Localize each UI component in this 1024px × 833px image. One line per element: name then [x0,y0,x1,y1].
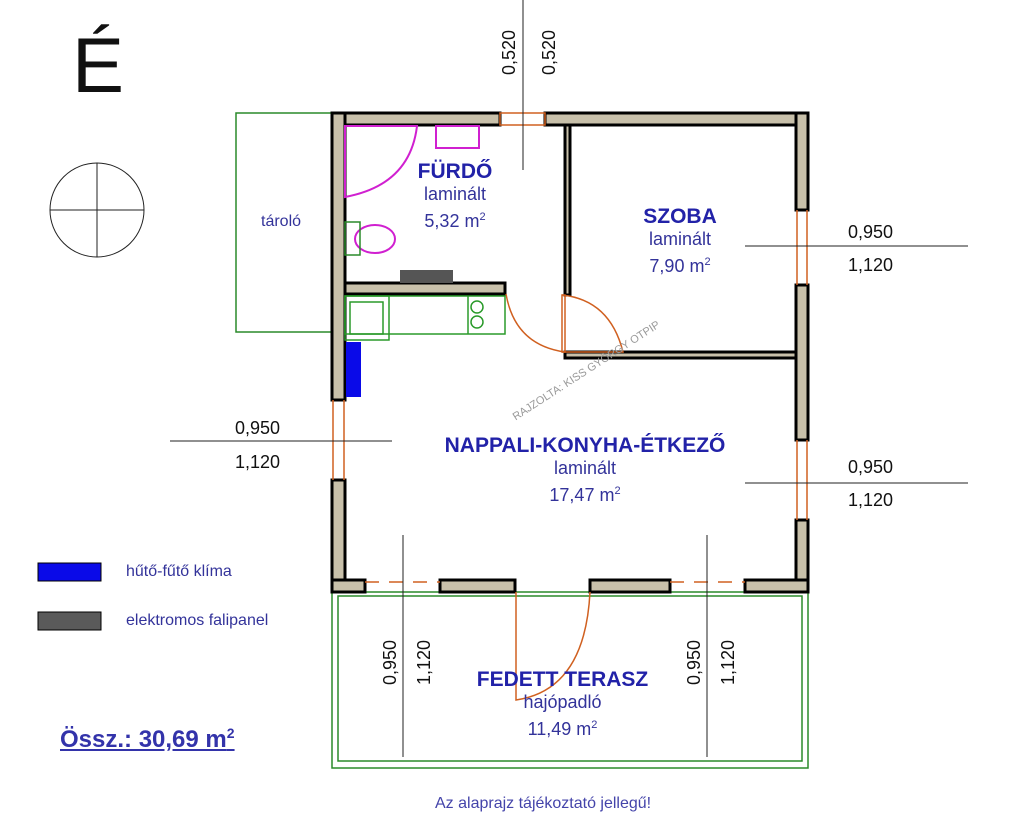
room-name: FEDETT TERASZ [476,668,649,691]
room-area: 11,49 m [527,719,592,739]
legend-swatch-climate [37,562,102,582]
kitchen-counter [344,295,506,341]
storage-label: tároló [261,213,302,230]
sink-icon [435,125,480,149]
room-label-room: SZOBA laminált 7,90 m2 [620,205,740,278]
room-floor: laminált [423,184,487,204]
room-area-unit: 2 [591,719,598,731]
dim-left-upper: 0,950 [235,418,281,438]
legend-swatch-panel [37,611,102,631]
room-area-unit: 2 [704,256,711,268]
room-name: FÜRDŐ [417,160,493,183]
total-area-text: Össz.: 30,69 m [60,726,227,753]
compass-label: É [72,21,125,109]
dim-right1-lower: 1,120 [848,255,894,275]
room-area: 7,90 m [649,256,705,276]
climate-unit-icon [346,342,361,397]
room-label-bathroom: FÜRDŐ laminált 5,32 m2 [400,160,510,233]
room-area: 5,32 m [424,211,480,231]
room-floor: hajópadló [523,692,602,712]
dim-terrace-right-2: 1,120 [718,639,739,686]
electric-wall-panel-icon [400,270,453,283]
toilet-icon [354,224,396,254]
legend-label-climate: hűtő-fűtő klíma [126,563,232,580]
room-floor: laminált [648,229,712,249]
room-area: 17,47 m [549,485,615,505]
dim-right2-upper: 0,950 [848,457,894,477]
dim-terrace-left-1: 0,950 [380,639,401,686]
disclaimer: Az alaprajz tájékoztató jellegű! [435,795,652,812]
room-floor: laminált [553,458,617,478]
bathroom-fixtures [344,125,480,256]
dim-left-lower: 1,120 [235,452,281,472]
terrace-outline [331,591,809,769]
dimension-lines [170,0,968,757]
dim-top-2: 0,520 [539,29,560,76]
dim-right2-lower: 1,120 [848,490,894,510]
total-area-unit: 2 [226,725,235,741]
walls [330,111,810,594]
compass-icon [49,162,145,258]
room-name: SZOBA [643,205,717,228]
terrace-inner-outline [337,595,803,762]
room-label-living: NAPPALI-KONYHA-ÉTKEZŐ laminált 17,47 m2 [410,434,760,507]
room-name: NAPPALI-KONYHA-ÉTKEZŐ [444,434,726,457]
doors [505,293,624,701]
dim-terrace-left-2: 1,120 [414,639,435,686]
dim-terrace-right-1: 0,950 [684,639,705,686]
room-label-terrace: FEDETT TERASZ hajópadló 11,49 m2 [450,668,675,741]
room-area-unit: 2 [614,485,621,497]
legend-label-panel: elektromos falipanel [126,612,269,629]
total-area: Össz.: 30,69 m2 [60,725,235,754]
shower-icon [344,125,419,199]
room-area-unit: 2 [479,211,486,223]
dim-right1-upper: 0,950 [848,222,894,242]
dim-top-1: 0,520 [499,29,520,76]
